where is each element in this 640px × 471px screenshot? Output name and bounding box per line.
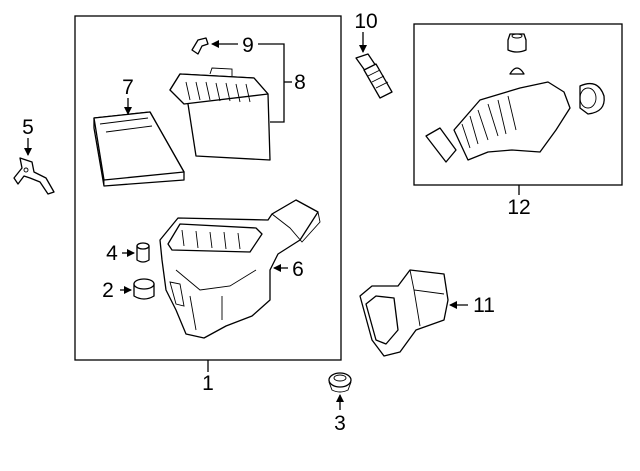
air-cleaner-housing (159, 199, 321, 339)
callout-11: 11 (473, 294, 495, 317)
mount-2 (133, 278, 155, 300)
retaining-clip (191, 37, 209, 55)
callout-9: 9 (242, 34, 254, 57)
callout-1: 1 (202, 372, 214, 395)
air-duct (359, 269, 449, 357)
bracket-5 (13, 157, 55, 195)
callout-4: 4 (106, 242, 118, 265)
callout-10: 10 (354, 10, 377, 33)
air-cleaner-cover (169, 67, 271, 161)
assembly-box-12 (413, 23, 623, 186)
grommet-3 (328, 372, 352, 393)
callout-3: 3 (334, 412, 346, 435)
airflow-sensor (355, 53, 393, 99)
air-filter-element (93, 111, 185, 187)
callout-5: 5 (22, 116, 34, 139)
callout-6: 6 (292, 258, 304, 281)
callout-2: 2 (102, 279, 114, 302)
grommet-4 (136, 242, 150, 263)
callout-7: 7 (122, 76, 134, 99)
callout-8: 8 (294, 71, 306, 94)
intake-hose-assembly (425, 33, 605, 163)
leader-8 (258, 43, 285, 123)
callout-12: 12 (507, 196, 530, 219)
